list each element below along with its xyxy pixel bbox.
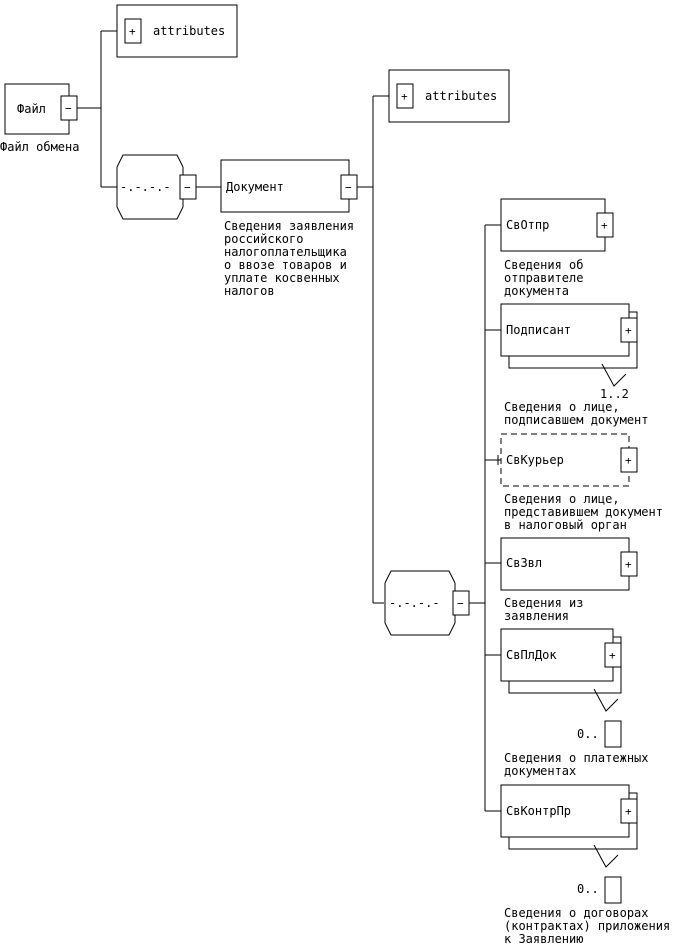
- document-attributes-label: attributes: [425, 89, 497, 103]
- podpisant-expand-toggle[interactable]: [620, 317, 638, 343]
- multiplicity-marker: [604, 876, 622, 904]
- connector-lines: [77, 30, 501, 812]
- svzvl-expand-toggle[interactable]: [620, 551, 638, 577]
- root-attributes-expand-toggle[interactable]: [124, 18, 142, 44]
- element-caption-line: представившем документ: [504, 505, 663, 519]
- multiplicity-label: 1..2: [600, 387, 629, 401]
- document-sequence-compositor[interactable]: -.-.-.- −: [384, 570, 470, 636]
- multiplicity-label: 0..: [577, 727, 599, 741]
- child-element-podpisant[interactable]: Подписант +: [500, 303, 638, 387]
- plus-icon: +: [625, 454, 632, 467]
- element-label: СвПлДок: [506, 648, 557, 662]
- root-element[interactable]: Файл −: [4, 83, 78, 135]
- element-caption-line: Сведения о платежных: [504, 751, 649, 765]
- root-label: Файл: [17, 102, 46, 116]
- root-sequence-compositor[interactable]: -.-.-.- −: [116, 154, 197, 220]
- minus-icon: −: [457, 597, 464, 610]
- plus-icon: +: [609, 649, 616, 662]
- root-collapse-toggle[interactable]: [60, 95, 78, 121]
- document-caption: Сведения заявления российского налогопла…: [224, 219, 354, 298]
- element-label: Подписант: [506, 323, 571, 337]
- multiplicity-chevron: [593, 688, 619, 712]
- minus-icon: −: [184, 181, 191, 194]
- multiplicity-marker: [604, 720, 622, 748]
- multiplicity-chevron: [593, 844, 619, 868]
- svkontrpr-expand-toggle[interactable]: [620, 798, 638, 824]
- svpldok-expand-toggle[interactable]: [604, 642, 622, 668]
- element-label: СвКонтрПр: [506, 804, 571, 818]
- plus-icon: +: [625, 805, 632, 818]
- root-attributes-label: attributes: [153, 24, 225, 38]
- multiplicity-label: 0..: [577, 882, 599, 896]
- element-label: СвЗвл: [506, 556, 542, 570]
- element-caption-line: Сведения о лице,: [504, 492, 620, 506]
- element-caption-line: отправителе: [504, 271, 583, 285]
- document-caption-line: российского: [224, 232, 303, 246]
- element-caption-line: документа: [504, 284, 569, 298]
- plus-icon: +: [625, 324, 632, 337]
- minus-icon: −: [65, 102, 72, 115]
- element-caption-line: к Заявлению: [504, 932, 583, 946]
- element-caption-line: (контрактах) приложения: [504, 919, 670, 933]
- plus-icon: +: [129, 25, 136, 38]
- document-caption-line: налогов: [224, 284, 275, 298]
- minus-icon: −: [345, 181, 352, 194]
- document-caption-line: о ввозе товаров и: [224, 258, 347, 272]
- document-sequence-collapse-toggle[interactable]: [452, 590, 470, 616]
- document-attributes-expand-toggle[interactable]: [396, 83, 414, 109]
- document-caption-line: уплате косвенных: [224, 271, 340, 285]
- child-element-svkontrpr[interactable]: СвКонтрПр +: [500, 784, 638, 904]
- element-caption-line: документах: [504, 764, 576, 778]
- document-caption-line: налогоплательщика: [224, 245, 347, 259]
- plus-icon: +: [625, 558, 632, 571]
- element-caption-line: Сведения об: [504, 258, 583, 272]
- element-caption-line: Сведения из: [504, 596, 583, 610]
- child-element-svkurier[interactable]: СвКурьер +: [495, 433, 638, 487]
- root-attributes-group[interactable]: + attributes: [116, 4, 238, 58]
- element-caption-line: подписавшем документ: [504, 413, 649, 427]
- svkurier-expand-toggle[interactable]: [620, 447, 638, 473]
- document-element[interactable]: Документ −: [220, 159, 358, 213]
- element-caption-line: Сведения о договорах: [504, 906, 649, 920]
- sequence-symbol: -.-.-.-: [389, 596, 440, 610]
- sequence-symbol: -.-.-.-: [120, 180, 171, 194]
- root-caption: Файл обмена: [0, 140, 79, 154]
- child-element-svpldok[interactable]: СвПлДок +: [500, 628, 622, 748]
- multiplicity-chevron: [601, 363, 627, 387]
- document-caption-line: Сведения заявления: [224, 219, 354, 233]
- svotpr-expand-toggle[interactable]: [596, 212, 614, 238]
- document-label: Документ: [226, 180, 284, 194]
- document-collapse-toggle[interactable]: [340, 174, 358, 200]
- plus-icon: +: [401, 90, 408, 103]
- element-caption-line: заявления: [504, 609, 569, 623]
- child-element-svzvl[interactable]: СвЗвл +: [500, 537, 638, 591]
- element-caption-line: Сведения о лице,: [504, 400, 620, 414]
- element-caption-line: в налоговый орган: [504, 518, 627, 532]
- child-element-svotpr[interactable]: СвОтпр +: [500, 198, 614, 252]
- root-sequence-collapse-toggle[interactable]: [179, 174, 197, 200]
- element-label: СвКурьер: [506, 453, 564, 467]
- plus-icon: +: [601, 219, 608, 232]
- element-label: СвОтпр: [506, 218, 549, 232]
- document-attributes-group[interactable]: + attributes: [388, 69, 510, 123]
